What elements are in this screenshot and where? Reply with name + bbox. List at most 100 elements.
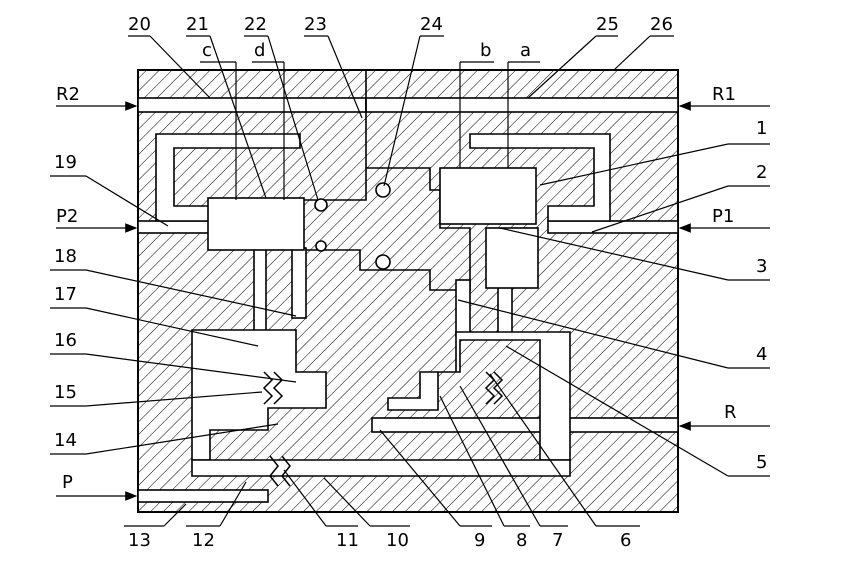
svg-text:d: d [254, 40, 265, 61]
callout-9: 9 [379, 429, 492, 551]
left-vertical-passage-b [291, 247, 307, 319]
callout-4: 4 [457, 299, 770, 369]
o-ring-lower [375, 254, 391, 270]
spring-6b [492, 371, 504, 405]
callout-10: 10 [323, 477, 410, 551]
callout-8: 8 [439, 395, 530, 551]
svg-text:3: 3 [756, 256, 767, 277]
svg-text:11: 11 [336, 530, 359, 551]
svg-text:1: 1 [756, 118, 767, 139]
callout-b: b [459, 40, 494, 168]
callout-24: 24 [383, 14, 444, 187]
spring-15 [262, 371, 274, 405]
callout-d: d [252, 40, 285, 200]
callout-15: 15 [50, 382, 263, 407]
callout-18: 18 [50, 246, 297, 317]
callout-2: 2 [591, 162, 770, 233]
callout-3: 3 [499, 227, 770, 281]
port-p: P [56, 472, 138, 501]
svg-text:20: 20 [128, 14, 151, 35]
callout-5: 5 [505, 345, 770, 477]
r2-exhaust-line [137, 97, 367, 113]
svg-text:12: 12 [192, 530, 215, 551]
svg-text:8: 8 [516, 530, 527, 551]
svg-text:10: 10 [386, 530, 409, 551]
svg-text:17: 17 [54, 284, 77, 305]
callout-11: 11 [283, 469, 359, 551]
svg-text:23: 23 [304, 14, 327, 35]
callout-20: 20 [128, 14, 211, 99]
port-r1: R1 [678, 84, 770, 111]
port-p2: P2 [56, 206, 138, 233]
callout-13: 13 [124, 503, 187, 551]
svg-text:P2: P2 [56, 206, 78, 227]
port-labels: R2 P2 P R1 P1 R [56, 84, 770, 501]
svg-text:14: 14 [54, 430, 77, 451]
callout-a: a [507, 40, 540, 168]
svg-text:R2: R2 [56, 84, 80, 105]
svg-text:a: a [520, 40, 531, 61]
callouts: 20 21 22 23 24 25 26 c d b a 1 2 3 4 5 6… [50, 14, 770, 551]
p1-line [547, 220, 679, 234]
callout-26: 26 [613, 14, 674, 71]
callout-c: c [200, 40, 237, 200]
svg-text:R1: R1 [712, 84, 736, 105]
svg-text:2: 2 [756, 162, 767, 183]
callout-22: 22 [244, 14, 319, 201]
callout-17: 17 [50, 284, 259, 347]
svg-text:25: 25 [596, 14, 619, 35]
bottom-channel [191, 459, 571, 477]
callout-6: 6 [489, 373, 640, 551]
svg-text:26: 26 [650, 14, 673, 35]
r1-exhaust-line [365, 97, 679, 113]
svg-text:9: 9 [474, 530, 485, 551]
p2-line [137, 220, 211, 234]
p-inlet-line [137, 489, 269, 503]
spring-11 [269, 455, 279, 487]
callout-25: 25 [527, 14, 619, 99]
port-r2: R2 [56, 84, 138, 111]
callout-21: 21 [186, 14, 267, 199]
svg-text:24: 24 [420, 14, 443, 35]
svg-text:7: 7 [552, 530, 563, 551]
o-rings [314, 182, 391, 270]
o-ring-22 [314, 198, 328, 212]
callout-1: 1 [539, 118, 770, 186]
left-loop-passage [155, 133, 301, 222]
svg-text:21: 21 [186, 14, 209, 35]
right-loop-passage [469, 133, 611, 222]
callout-12: 12 [186, 481, 247, 551]
callout-7: 7 [459, 385, 568, 551]
right-port-passage [485, 227, 539, 289]
svg-text:P1: P1 [712, 206, 734, 227]
spring-11b [281, 455, 291, 487]
svg-text:5: 5 [756, 452, 767, 473]
callout-19: 19 [50, 152, 169, 227]
o-ring-24 [375, 182, 391, 198]
callout-14: 14 [50, 423, 279, 455]
svg-text:b: b [480, 40, 491, 61]
o-ring-left [315, 240, 327, 252]
svg-text:P: P [62, 472, 73, 493]
svg-text:4: 4 [756, 344, 767, 365]
springs [262, 371, 504, 487]
svg-text:22: 22 [244, 14, 267, 35]
svg-text:13: 13 [128, 530, 151, 551]
svg-text:c: c [202, 40, 212, 61]
right-vertical-passage-a [455, 279, 471, 337]
spring-15b [272, 371, 284, 405]
svg-text:19: 19 [54, 152, 77, 173]
spring-6 [484, 371, 496, 405]
svg-text:6: 6 [620, 530, 631, 551]
left-vertical-passage-a [253, 247, 267, 335]
port-r: R [678, 402, 770, 431]
svg-text:R: R [724, 402, 737, 423]
svg-text:16: 16 [54, 330, 77, 351]
callout-23: 23 [304, 14, 363, 119]
svg-text:15: 15 [54, 382, 77, 403]
port-p1: P1 [678, 206, 770, 233]
svg-text:18: 18 [54, 246, 77, 267]
right-upper-chamber [439, 167, 537, 225]
left-valve-chamber [207, 197, 305, 251]
